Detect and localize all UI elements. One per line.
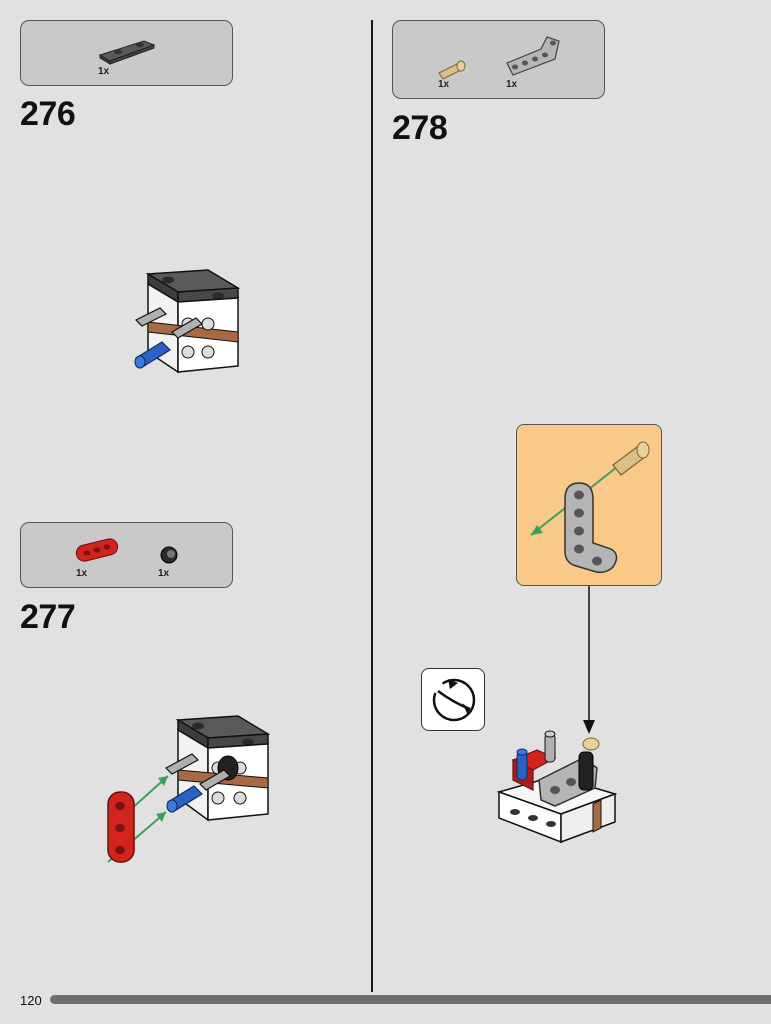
rotate-model-icon bbox=[432, 678, 476, 722]
tan-pin-icon bbox=[438, 60, 466, 80]
step-number-276: 276 bbox=[20, 95, 76, 133]
column-divider bbox=[371, 20, 373, 992]
step-277-model-illustration bbox=[107, 715, 271, 863]
parts-box-step-277: 1x 1x bbox=[20, 522, 233, 588]
sub-assembly-callout bbox=[516, 424, 662, 586]
rotate-model-icon-box bbox=[421, 668, 485, 731]
part-qty: 1x bbox=[76, 568, 88, 579]
step-number-277: 277 bbox=[20, 598, 76, 636]
black-bush-icon bbox=[160, 546, 178, 564]
part-qty: 1x bbox=[506, 79, 518, 90]
red-beam-icon bbox=[75, 538, 119, 562]
part-qty: 1x bbox=[438, 79, 450, 90]
step-276-model-illustration bbox=[134, 269, 241, 374]
page-progress-bar bbox=[50, 995, 771, 1004]
part-qty: 1x bbox=[98, 66, 110, 77]
gray-angled-beam-icon bbox=[506, 36, 560, 76]
step-number-278: 278 bbox=[392, 109, 448, 147]
part-qty: 1x bbox=[158, 568, 170, 579]
dark-gray-plate-icon bbox=[98, 40, 156, 65]
parts-box-step-278: 1x 1x bbox=[392, 20, 605, 99]
parts-box-step-276: 1x bbox=[20, 20, 233, 86]
step-278-model-illustration bbox=[496, 730, 618, 844]
callout-assembly-illustration bbox=[530, 441, 650, 574]
callout-connector-arrow bbox=[583, 586, 595, 734]
page-number: 120 bbox=[20, 993, 42, 1008]
